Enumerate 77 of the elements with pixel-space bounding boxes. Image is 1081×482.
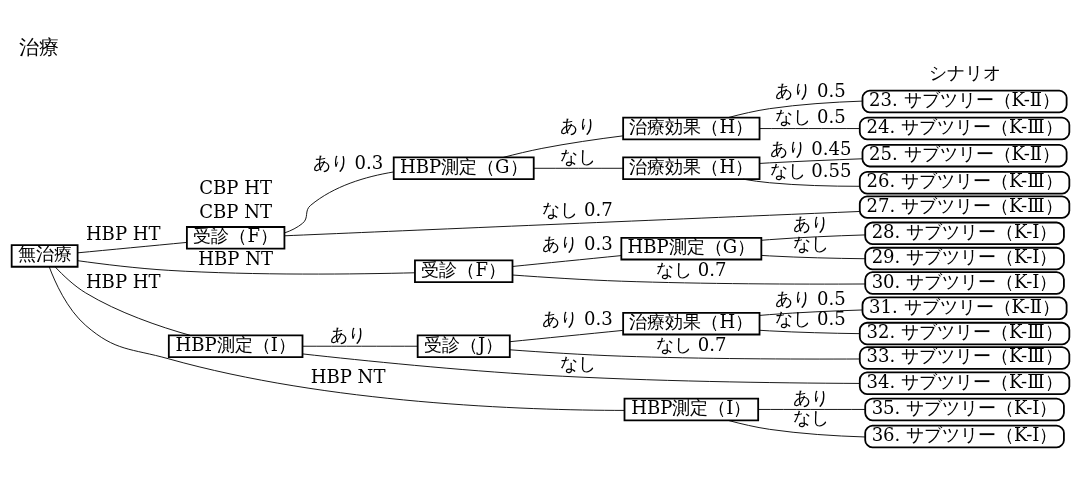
connector bbox=[759, 128, 860, 129]
node-box: 32. サブツリー（K-Ⅲ） bbox=[858, 321, 1071, 346]
edge-label: HBP NT bbox=[310, 366, 386, 388]
edge-label: あり 0.3 bbox=[542, 233, 613, 255]
node-box: 28. サブツリー（K-Ⅰ） bbox=[864, 221, 1065, 246]
node-box: HBP測定（G） bbox=[620, 236, 763, 261]
label: シナリオ bbox=[928, 61, 1001, 83]
edge-label: あり 0.45 bbox=[769, 137, 852, 159]
edge-label: あり 0.3 bbox=[542, 308, 613, 330]
connector bbox=[77, 260, 416, 275]
edge-label: なし 0.7 bbox=[656, 333, 727, 355]
diagram-title: 治療 bbox=[18, 36, 59, 60]
connector bbox=[77, 241, 188, 254]
connector bbox=[727, 100, 863, 119]
edge-label: なし bbox=[559, 352, 596, 374]
node-box: HBP測定（I） bbox=[167, 334, 304, 358]
node-box: 29. サブツリー（K-Ⅰ） bbox=[864, 246, 1065, 271]
connector bbox=[509, 349, 860, 360]
connector bbox=[761, 234, 866, 241]
node-box: 35. サブツリー（K-Ⅰ） bbox=[864, 397, 1065, 422]
node-box: 33. サブツリー（K-Ⅲ） bbox=[858, 346, 1071, 370]
node-box: HBP測定（G） bbox=[392, 156, 535, 181]
connector bbox=[509, 329, 624, 343]
node-box: 受診（F） bbox=[186, 226, 286, 250]
connector bbox=[742, 178, 861, 187]
edge-label: あり bbox=[559, 115, 596, 137]
label: CBP NT bbox=[199, 200, 273, 222]
edge-label: なし 0.5 bbox=[775, 308, 846, 330]
connector bbox=[727, 419, 866, 438]
edge-label: なし 0.55 bbox=[769, 160, 852, 182]
connector bbox=[54, 266, 191, 336]
edge-label: HBP NT bbox=[198, 247, 274, 269]
edge-label: なし bbox=[559, 145, 596, 167]
connector bbox=[302, 345, 418, 347]
node-box: 受診（F） bbox=[414, 259, 514, 283]
label: CBP HT bbox=[199, 176, 273, 198]
node-box: 27. サブツリー（K-Ⅲ） bbox=[858, 195, 1071, 219]
connector bbox=[759, 158, 863, 164]
edge-label: あり bbox=[792, 387, 829, 409]
edge-label: HBP HT bbox=[85, 270, 161, 292]
connector bbox=[502, 135, 624, 158]
connector bbox=[761, 255, 866, 260]
node-box: 34. サブツリー（K-Ⅲ） bbox=[858, 371, 1071, 395]
node-box: 治療効果（H） bbox=[622, 311, 761, 336]
connector bbox=[284, 211, 861, 237]
node-box: 無治療 bbox=[10, 244, 79, 268]
node-box: 24. サブツリー（K-Ⅲ） bbox=[858, 116, 1071, 141]
connector bbox=[512, 274, 866, 285]
node-box: HBP測定（I） bbox=[623, 397, 760, 422]
edge-label: あり bbox=[792, 212, 829, 234]
connector bbox=[512, 255, 622, 267]
node-box: 治療効果（H） bbox=[622, 156, 761, 181]
connector bbox=[48, 266, 625, 411]
connector bbox=[533, 167, 624, 169]
node-box: 25. サブツリー（K-Ⅱ） bbox=[861, 143, 1068, 168]
connector bbox=[284, 171, 395, 234]
edge-label: あり 0.5 bbox=[775, 79, 846, 101]
node-box: 治療効果（H） bbox=[622, 116, 761, 141]
edge-label: なし 0.7 bbox=[656, 258, 727, 280]
edge-label: あり 0.3 bbox=[312, 152, 384, 174]
connector bbox=[757, 409, 866, 410]
edge-label: HBP HT bbox=[85, 222, 161, 244]
node-box: 31. サブツリー（K-Ⅱ） bbox=[861, 296, 1068, 321]
node-box: 30. サブツリー（K-Ⅰ） bbox=[864, 271, 1065, 295]
connector bbox=[759, 309, 863, 316]
edge-label: なし 0.7 bbox=[542, 199, 613, 221]
edge-label: なし 0.5 bbox=[775, 106, 846, 128]
connector bbox=[302, 353, 861, 384]
node-box: 受診（J） bbox=[416, 334, 511, 358]
connector bbox=[759, 329, 860, 335]
node-box: 23. サブツリー（K-Ⅱ） bbox=[861, 89, 1068, 114]
edge-label: なし bbox=[792, 406, 829, 428]
node-box: 26. サブツリー（K-Ⅲ） bbox=[858, 171, 1071, 195]
edge-label: あり bbox=[330, 323, 367, 345]
edge-label: なし bbox=[792, 233, 829, 255]
edge-label: あり 0.5 bbox=[775, 287, 846, 309]
node-box: 36. サブツリー（K-Ⅰ） bbox=[864, 424, 1065, 449]
